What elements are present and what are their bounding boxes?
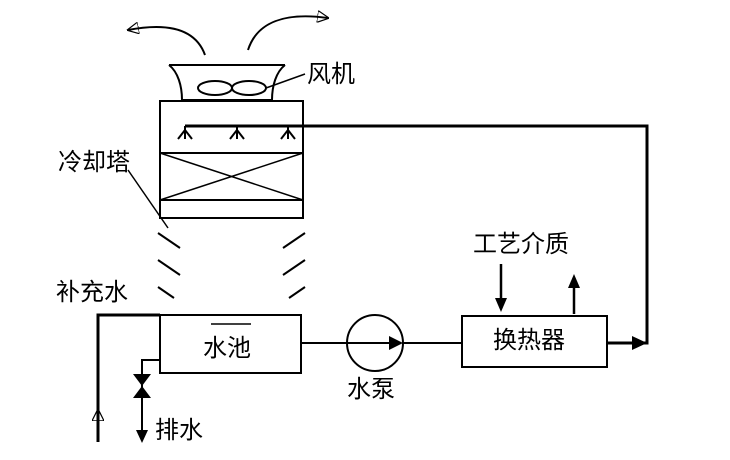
pool-label: 水池 bbox=[203, 334, 251, 362]
process-medium-label: 工艺介质 bbox=[473, 230, 569, 258]
heat-exchanger-label: 换热器 bbox=[493, 326, 565, 354]
fill-cross-b bbox=[159, 152, 304, 201]
fan-leader-line bbox=[265, 73, 306, 89]
drain-pipe bbox=[141, 359, 160, 440]
cooling-tower-label: 冷却塔 bbox=[58, 148, 130, 176]
exhaust-arrow-right bbox=[247, 16, 328, 51]
fan-label: 风机 bbox=[307, 60, 355, 88]
makeup-water-pipe bbox=[96, 313, 160, 442]
makeup-water-label: 补充水 bbox=[56, 278, 128, 306]
return-pipe bbox=[185, 124, 649, 345]
drain-label: 排水 bbox=[155, 416, 203, 444]
spray-nozzles bbox=[177, 126, 296, 140]
air-inlet-louvres bbox=[157, 232, 306, 299]
heat-exchanger-box bbox=[461, 315, 608, 368]
tower-leader-line bbox=[127, 169, 169, 229]
drain-valve-icon bbox=[133, 374, 151, 398]
drain-pipe-arrow bbox=[136, 430, 148, 443]
return-pipe-arrow bbox=[632, 336, 647, 350]
fan-icon bbox=[197, 80, 267, 96]
exhaust-arrow-left bbox=[128, 27, 206, 56]
pump-label: 水泵 bbox=[347, 375, 395, 403]
cooling-tower-body bbox=[159, 100, 304, 219]
